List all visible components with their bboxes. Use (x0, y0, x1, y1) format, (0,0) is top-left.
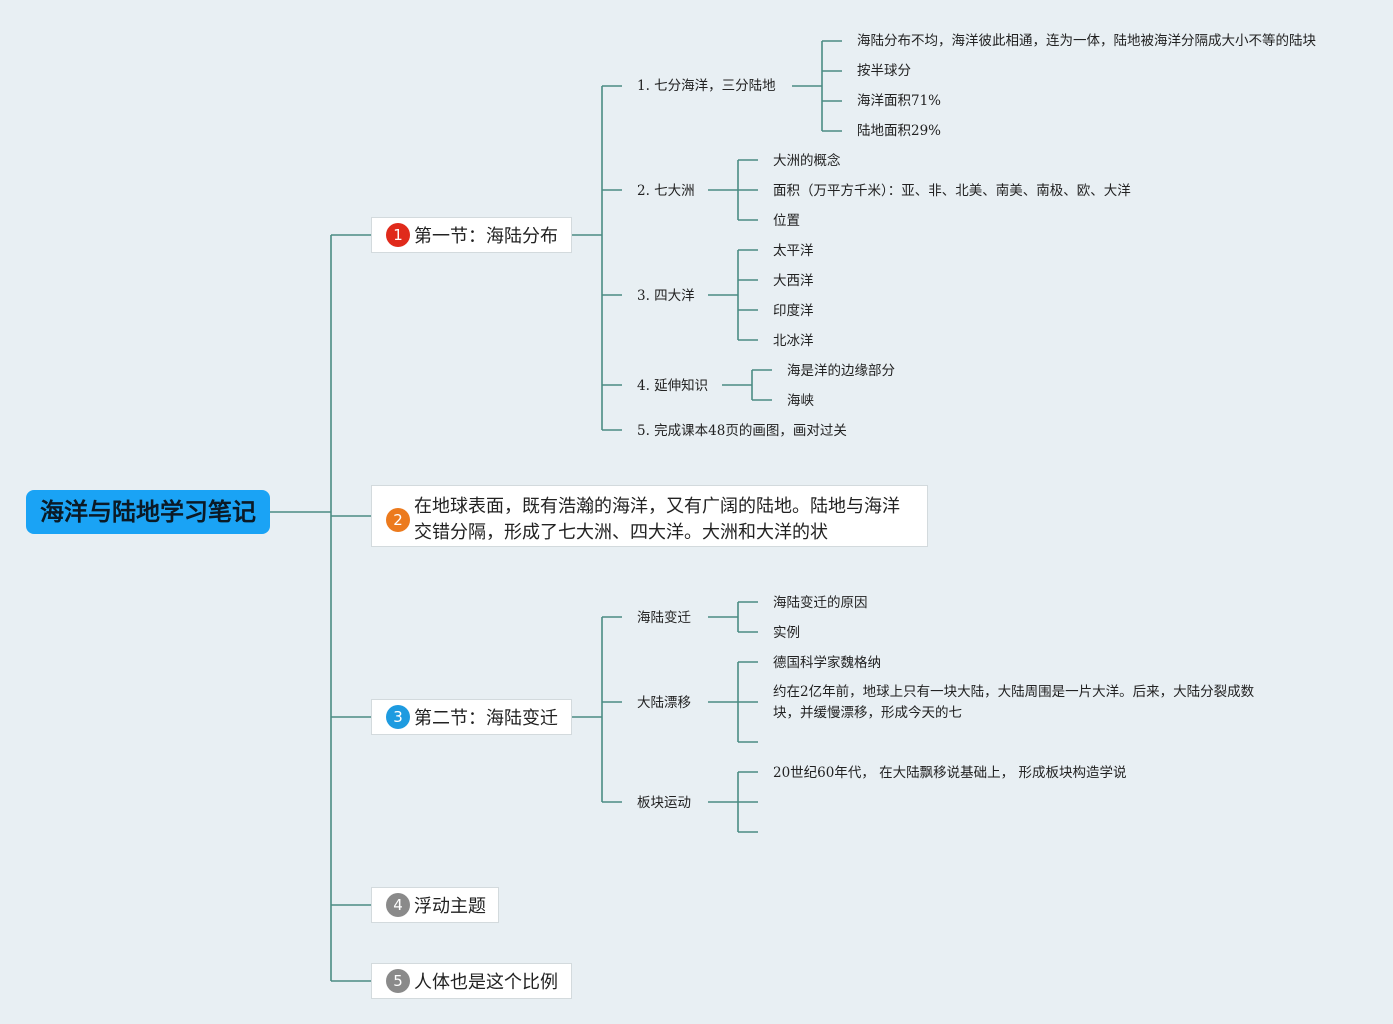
subtopic-ocean-land-ratio[interactable]: 1. 七分海洋，三分陆地 (637, 78, 776, 94)
leaf-item[interactable]: 位置 (773, 213, 800, 229)
topic-section-2[interactable]: 3 第二节：海陆变迁 (371, 699, 572, 735)
subtopic-land-sea-change[interactable]: 海陆变迁 (637, 610, 691, 626)
topic-label: 第一节：海陆分布 (414, 226, 558, 247)
topic-label: 第二节：海陆变迁 (414, 708, 558, 729)
root-topic[interactable]: 海洋与陆地学习笔记 (26, 490, 270, 534)
subtopic-homework[interactable]: 5. 完成课本48页的画图，画对过关 (637, 423, 847, 439)
number-badge-1: 1 (386, 223, 410, 247)
leaf-item[interactable]: 海陆分布不均，海洋彼此相通，连为一体，陆地被海洋分隔成大小不等的陆块 (857, 33, 1316, 49)
number-badge-4: 4 (386, 893, 410, 917)
topic-label: 人体也是这个比例 (414, 972, 558, 993)
topic-floating[interactable]: 4 浮动主题 (371, 887, 499, 923)
topic-body-ratio[interactable]: 5 人体也是这个比例 (371, 963, 572, 999)
subtopic-extended-knowledge[interactable]: 4. 延伸知识 (637, 378, 709, 394)
leaf-item[interactable]: 印度洋 (773, 303, 814, 319)
leaf-item[interactable]: 大洲的概念 (773, 153, 841, 169)
topic-summary[interactable]: 2 在地球表面，既有浩瀚的海洋，又有广阔的陆地。陆地与海洋交错分隔，形成了七大洲… (371, 485, 928, 547)
topic-label: 浮动主题 (414, 896, 486, 917)
number-badge-3: 3 (386, 705, 410, 729)
subtopic-four-oceans[interactable]: 3. 四大洋 (637, 288, 695, 304)
leaf-item[interactable]: 面积（万平方千米）：亚、非、北美、南美、南极、欧、大洋 (773, 183, 1131, 199)
subtopic-seven-continents[interactable]: 2. 七大洲 (637, 183, 695, 199)
number-badge-5: 5 (386, 969, 410, 993)
leaf-item[interactable]: 陆地面积29% (857, 123, 942, 139)
topic-label: 在地球表面，既有浩瀚的海洋，又有广阔的陆地。陆地与海洋交错分隔，形成了七大洲、四… (414, 496, 900, 543)
leaf-item[interactable]: 海峡 (787, 393, 814, 409)
subtopic-continental-drift[interactable]: 大陆漂移 (637, 695, 691, 711)
leaf-item[interactable]: 海洋面积71% (857, 93, 942, 109)
number-badge-2: 2 (386, 508, 410, 532)
leaf-item[interactable]: 按半球分 (857, 63, 911, 79)
leaf-item[interactable]: 海陆变迁的原因 (773, 595, 868, 611)
leaf-item[interactable]: 海是洋的边缘部分 (787, 363, 895, 379)
leaf-item[interactable]: 约在2亿年前，地球上只有一块大陆，大陆周围是一片大洋。后来，大陆分裂成数块，并缓… (773, 684, 1255, 721)
leaf-item[interactable]: 太平洋 (773, 243, 814, 259)
topic-section-1[interactable]: 1 第一节：海陆分布 (371, 217, 572, 253)
leaf-item[interactable]: 北冰洋 (773, 333, 814, 349)
leaf-item[interactable]: 德国科学家魏格纳 (773, 655, 881, 671)
subtopic-plate-tectonics[interactable]: 板块运动 (637, 795, 691, 811)
leaf-item[interactable]: 20世纪60年代， 在大陆飘移说基础上， 形成板块构造学说 (773, 765, 1127, 781)
leaf-item[interactable]: 实例 (773, 625, 800, 641)
leaf-item[interactable]: 大西洋 (773, 273, 814, 289)
